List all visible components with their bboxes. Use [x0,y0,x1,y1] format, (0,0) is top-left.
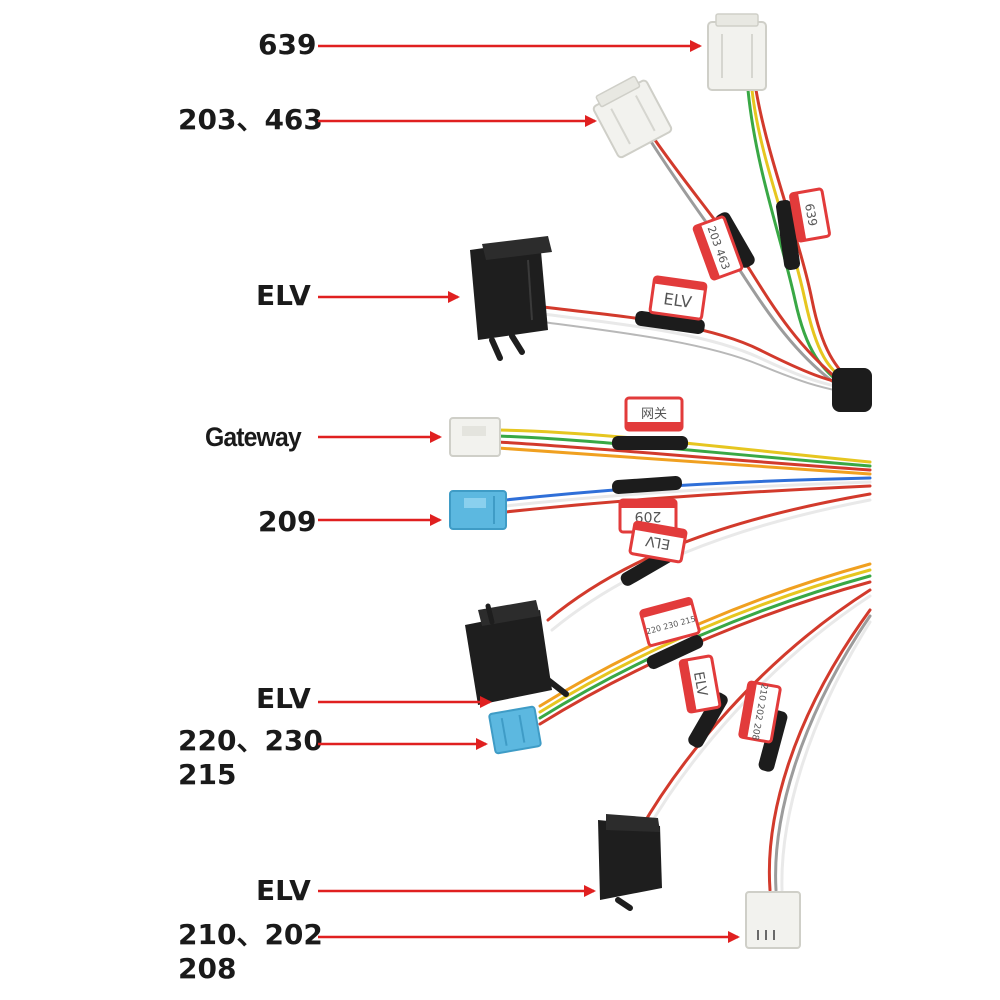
label-208: 208 [178,952,237,985]
sleeve-220-230 [646,634,704,670]
label-203-463: 203、463 [178,103,323,136]
tag-209-text: 209 [635,508,662,524]
sleeve-gateway [612,436,688,450]
callout-arrows [318,40,740,943]
label-210-202: 210、202 [178,918,323,951]
label-gateway: Gateway [205,422,302,452]
tag-210-202-208: 210 202 208 [738,680,782,744]
tag-elv-a: ELV [648,275,708,321]
label-210-202-208: 210、202 208 [178,918,323,986]
connector-elv-1 [470,236,552,361]
sleeve-209 [612,475,682,495]
sleeve-elv-1 [635,310,705,335]
connector-gateway [449,417,501,457]
label-220-230-215: 220、230 215 [178,724,323,792]
wires [496,88,872,892]
label-209: 209 [258,505,317,538]
tag-639: 639 [789,187,831,243]
tag-639-text: 639 [802,202,820,227]
label-elv-3: ELV [256,874,311,907]
connector-elv-2 [465,600,569,705]
connector-elv-3 [598,814,662,911]
label-220-230: 220、230 [178,724,323,757]
label-elv-1: ELV [256,279,311,312]
tag-elv-c-text: ELV [690,670,710,698]
connector-220-230-215 [488,705,542,755]
connector-639 [707,13,767,91]
label-elv-2: ELV [256,682,311,715]
tag-elv-b-text: ELV [644,532,672,552]
tag-elv-b: ELV [628,520,688,564]
sleeve-210-202 [758,710,788,772]
connector-210-202-208 [745,891,801,949]
connector-209 [449,490,507,530]
tag-elv-a-text: ELV [662,289,693,312]
tag-gateway-text: 网关 [641,407,667,422]
tag-220-230-215: 220 230 215 [639,597,701,647]
main-trunk-top [832,368,872,412]
tag-203-463: 203 463 [692,215,744,281]
connector-203-463 [592,75,673,159]
tag-gateway: 网关 [624,396,684,432]
sleeve-639 [775,200,801,270]
label-215: 215 [178,758,237,791]
label-639: 639 [258,28,317,61]
tag-elv-c: ELV [678,654,722,714]
